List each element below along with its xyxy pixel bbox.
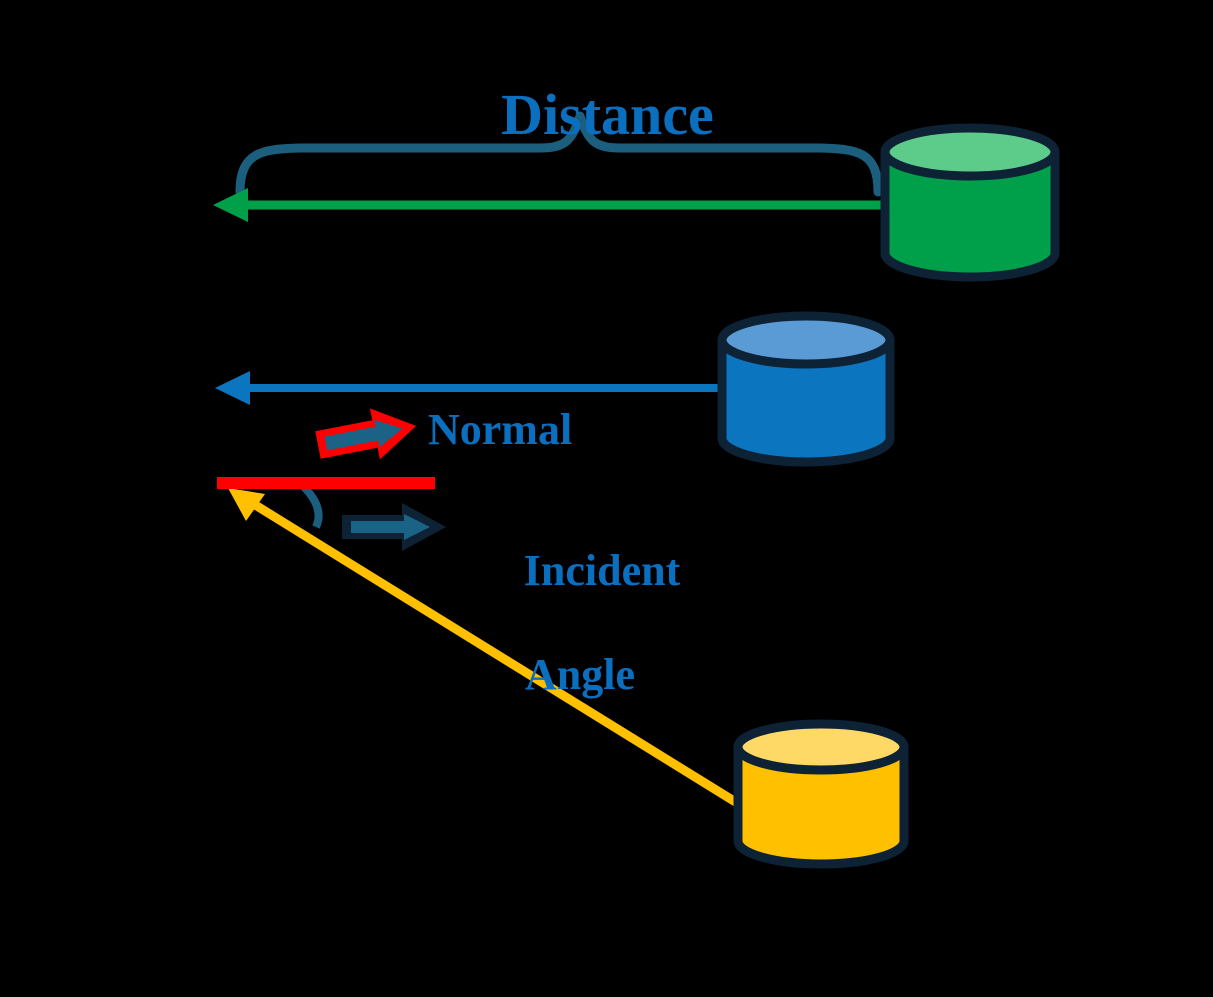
incident-angle-arc	[298, 481, 323, 529]
label-normal: Normal	[428, 405, 573, 454]
surface-red-line	[217, 477, 435, 489]
label-distance: Distance	[0, 28, 1213, 202]
green-cylinder	[880, 123, 1060, 282]
distance-brace	[235, 111, 883, 197]
yellow-ray	[228, 488, 745, 810]
blue-ray	[215, 371, 726, 405]
blue-cylinder	[717, 311, 895, 467]
label-distance-text: Distance	[501, 82, 714, 147]
incident-block-arrow	[342, 503, 446, 551]
label-incident-angle: Incident Angle	[455, 505, 705, 785]
yellow-cylinder	[733, 719, 909, 869]
green-ray	[213, 188, 890, 222]
normal-block-arrow	[315, 408, 417, 460]
label-incident-line2: Angle	[525, 650, 635, 699]
label-incident-line1: Incident	[523, 546, 681, 595]
